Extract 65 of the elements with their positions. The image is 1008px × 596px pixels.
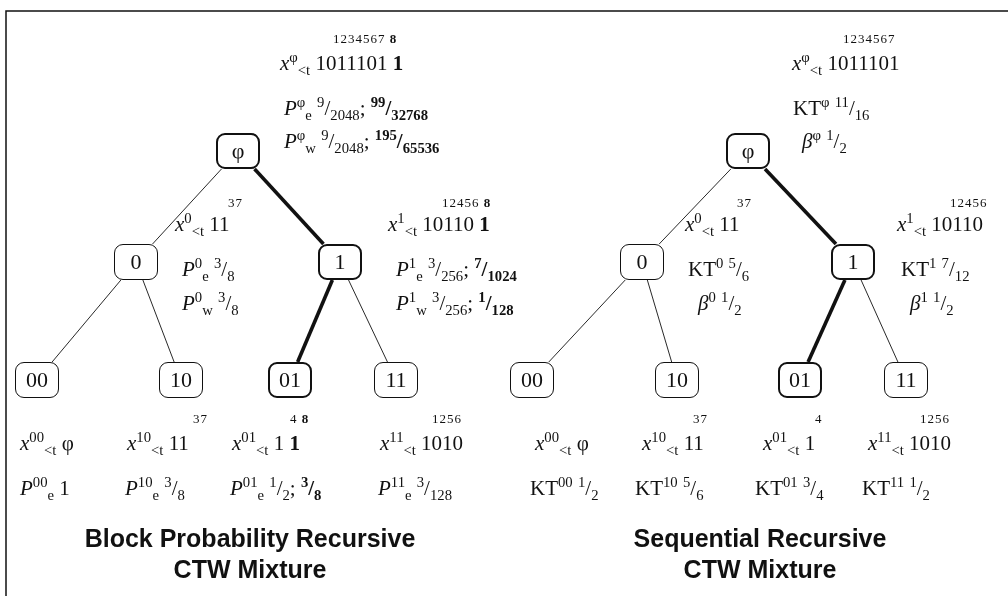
node-annotation: x$^{φ}$$_{<t}$ 1011101 1: [280, 52, 404, 74]
node-annotation: x$^{1}$$_{<t}$ 10110 1: [388, 213, 490, 235]
node-annotation: KT$^{11}$ $^{1}$/$_{2}$: [862, 477, 930, 499]
tree-edge: [348, 279, 388, 363]
node-annotation: KT$^{01}$ $^{3}$/$_{4}$: [755, 477, 824, 499]
position-index-row: 12456: [950, 196, 988, 210]
tree-edge: [806, 279, 847, 363]
tree-node-box: 10: [655, 362, 699, 398]
position-index-row: 4 8: [290, 412, 310, 426]
panel-caption: Block Probability Recursive CTW Mixture: [83, 523, 417, 585]
node-annotation: x$^{11}$$_{<t}$ 1010: [868, 432, 952, 454]
position-index-row: 37: [737, 196, 752, 210]
position-index-row: 4: [815, 412, 823, 426]
tree-node-box: 1: [831, 244, 875, 280]
node-annotation: β$^{0}$ $^{1}$/$_{2}$: [698, 292, 742, 314]
tree-edge: [142, 279, 175, 363]
position-index-row: 12456 8: [442, 196, 492, 210]
tree-node-box: 01: [778, 362, 822, 398]
node-annotation: x$^{11}$$_{<t}$ 1010: [380, 432, 464, 454]
tree-node-box: 01: [268, 362, 312, 398]
tree-node-box: φ: [726, 133, 770, 169]
position-index-row: 1256: [920, 412, 950, 426]
tree-node-box: 00: [510, 362, 554, 398]
tree-node-box: 0: [114, 244, 158, 280]
tree-edge: [253, 167, 325, 246]
node-annotation: x$^{0}$$_{<t}$ 11: [685, 213, 740, 235]
tree-node-box: 0: [620, 244, 664, 280]
node-annotation: x$^{10}$$_{<t}$ 11: [127, 432, 189, 454]
node-annotation: KT$^{00}$ $^{1}$/$_{2}$: [530, 477, 599, 499]
node-annotation: x$^{01}$$_{<t}$ 1: [763, 432, 816, 454]
node-annotation: KT$^{10}$ $^{5}$/$_{6}$: [635, 477, 704, 499]
tree-node-box: 11: [884, 362, 928, 398]
tree-edge: [646, 279, 673, 363]
node-annotation: P$^{00}$$_{e}$ 1: [20, 477, 70, 499]
tree-node-box: φ: [216, 133, 260, 169]
panel-caption: Sequential Recursive CTW Mixture: [632, 523, 888, 585]
tree-edge: [295, 279, 335, 363]
node-annotation: x$^{1}$$_{<t}$ 10110: [897, 213, 984, 235]
tree-node-box: 11: [374, 362, 418, 398]
tree-edge: [763, 167, 838, 246]
position-index-row: 1234567: [843, 32, 896, 46]
position-index-row: 37: [693, 412, 708, 426]
position-index-row: 1234567 8: [333, 32, 398, 46]
node-annotation: x$^{01}$$_{<t}$ 1 1: [232, 432, 300, 454]
tree-node-box: 10: [159, 362, 203, 398]
position-index-row: 37: [228, 196, 243, 210]
position-index-row: 37: [193, 412, 208, 426]
tree-edge: [548, 279, 626, 363]
position-index-row: 1256: [432, 412, 462, 426]
node-annotation: x$^{10}$$_{<t}$ 11: [642, 432, 704, 454]
node-annotation: KT$^{φ}$ $^{11}$/$_{16}$: [793, 97, 870, 119]
node-annotation: KT$^{1}$ $^{7}$/$_{12}$: [901, 258, 970, 280]
tree-edge: [658, 168, 732, 245]
node-annotation: x$^{00}$$_{<t}$ φ: [20, 432, 74, 454]
tree-node-box: 1: [318, 244, 362, 280]
tree-edge: [152, 168, 222, 245]
tree-edge: [51, 279, 122, 363]
node-annotation: β$^{φ}$ $^{1}$/$_{2}$: [802, 130, 847, 152]
tree-node-box: 00: [15, 362, 59, 398]
node-annotation: KT$^{0}$ $^{5}$/$_{6}$: [688, 258, 750, 280]
node-annotation: x$^{00}$$_{<t}$ φ: [535, 432, 589, 454]
node-annotation: x$^{φ}$$_{<t}$ 1011101: [792, 52, 900, 74]
tree-edge: [860, 279, 899, 363]
node-annotation: x$^{0}$$_{<t}$ 11: [175, 213, 230, 235]
node-annotation: β$^{1}$ $^{1}$/$_{2}$: [910, 292, 954, 314]
